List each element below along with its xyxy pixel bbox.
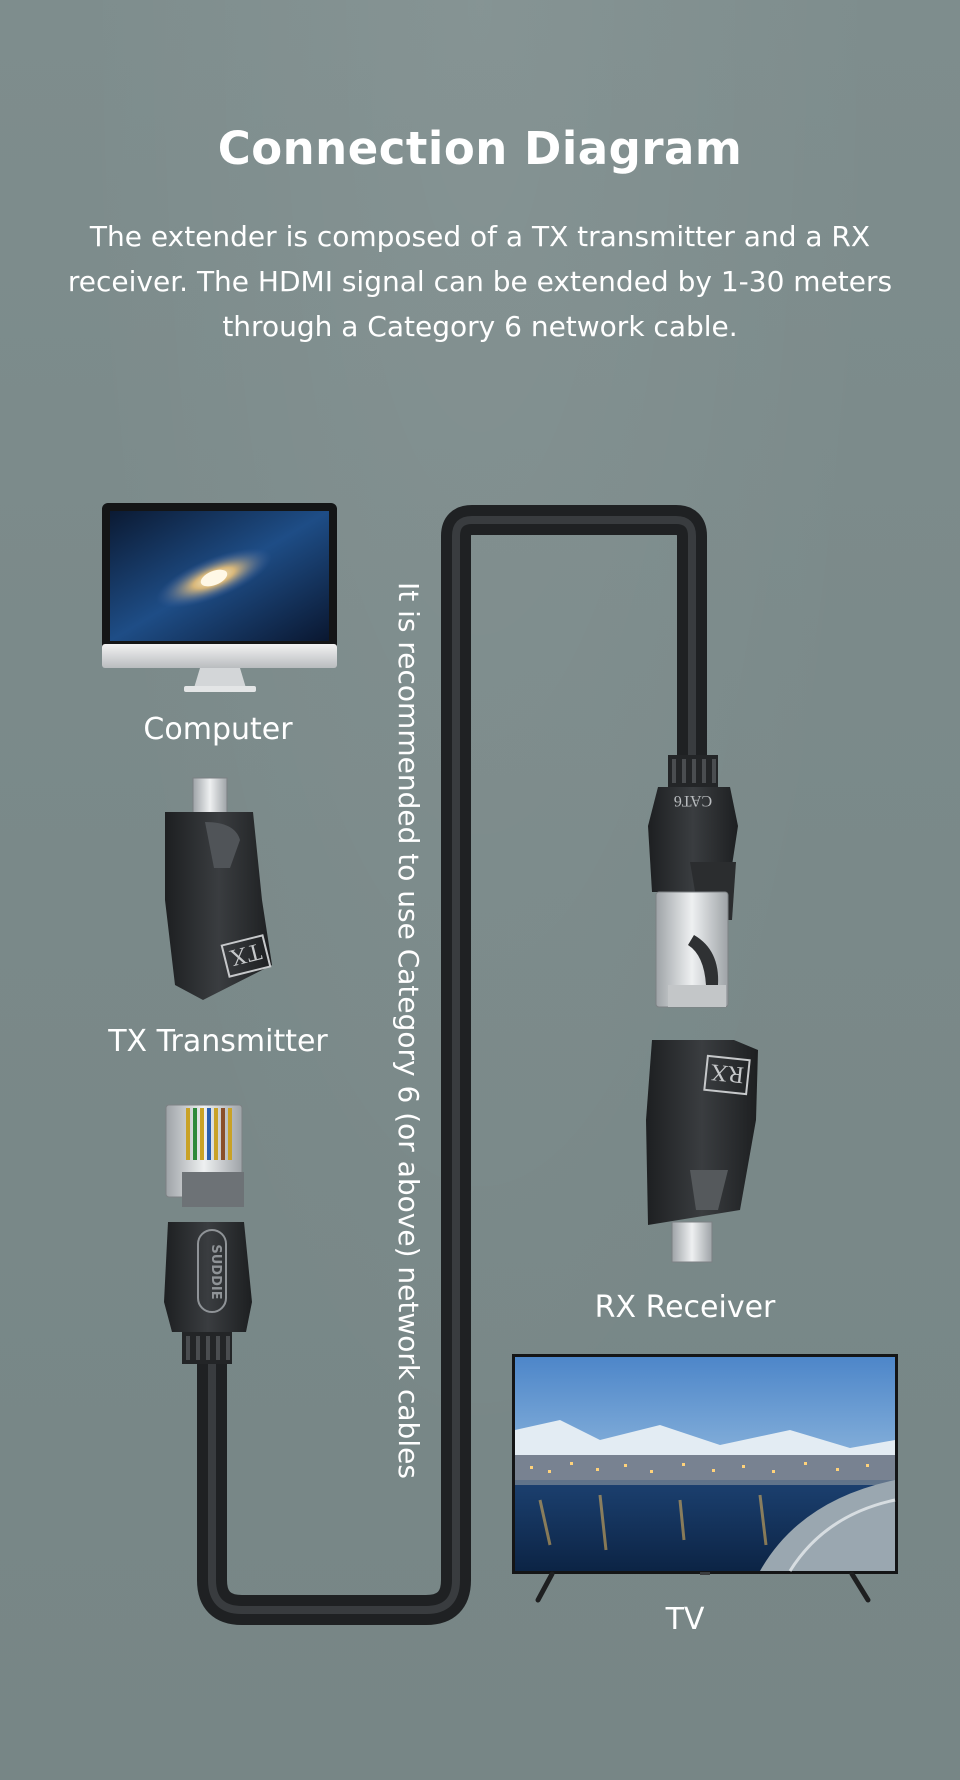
tx-transmitter-label: TX Transmitter: [108, 1024, 328, 1059]
rx-receiver-label: RX Receiver: [594, 1290, 776, 1325]
rj45-plug-rx-side-icon: CAT6: [648, 755, 738, 1008]
computer-monitor-icon: [102, 503, 337, 692]
rj45-plug-tx-side-icon: SUDDIE: [164, 1104, 252, 1364]
rx-receiver-icon: RX: [646, 1040, 758, 1263]
rx-badge: RX: [709, 1058, 745, 1087]
plug-cat-text: CAT6: [674, 792, 712, 809]
network-cable: [197, 505, 707, 1625]
cable-recommendation-note: It is recommended to use Category 6 (or …: [392, 582, 425, 1479]
page-title: Connection Diagram: [217, 122, 743, 175]
plug-brand-text: SUDDIE: [208, 1244, 223, 1299]
computer-label: Computer: [143, 712, 293, 747]
tx-transmitter-icon: TX: [165, 777, 272, 1000]
intro-text: The extender is composed of a TX transmi…: [67, 220, 893, 343]
tv-icon: [512, 1354, 898, 1603]
tv-label: TV: [665, 1602, 705, 1637]
